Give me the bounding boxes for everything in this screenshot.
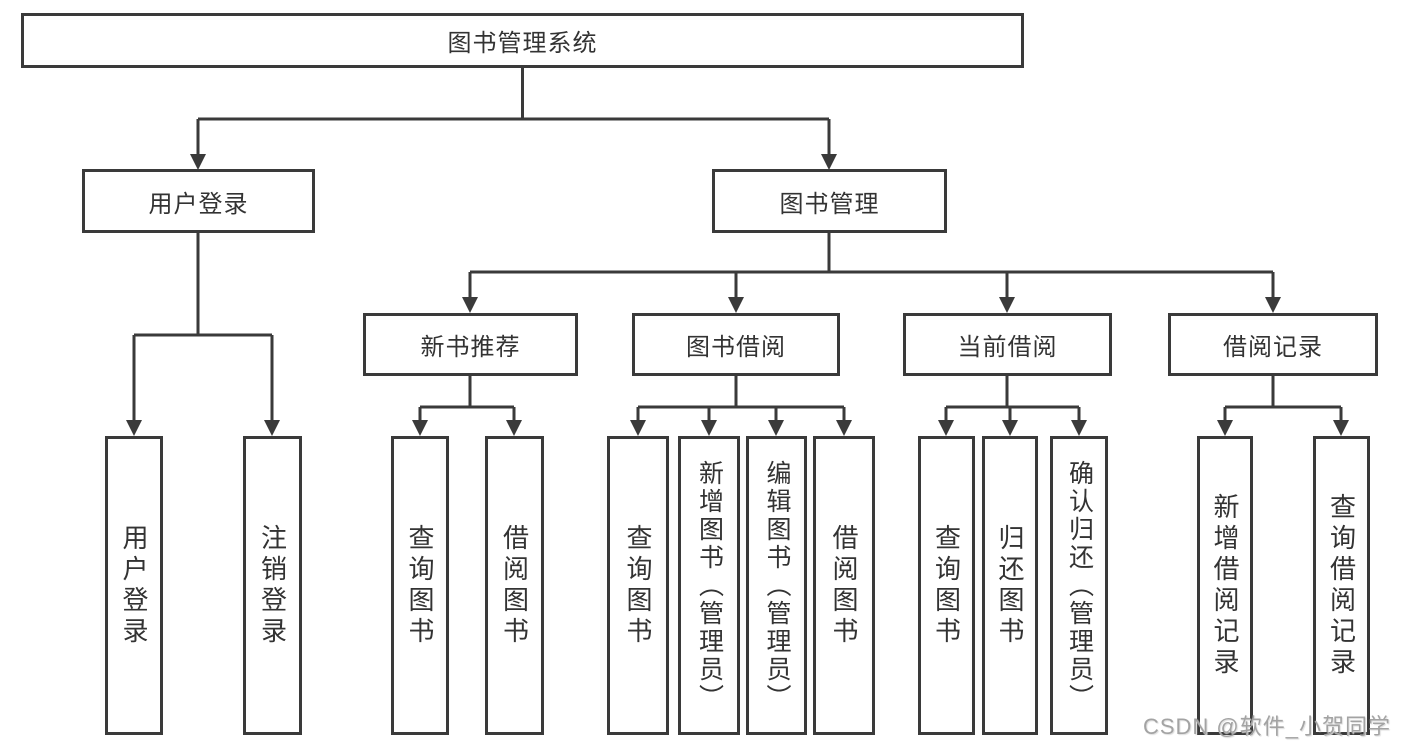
connector-book-borrowing-to-leaves [630,376,852,436]
csdn-watermark: CSDN @软件_小贺同学 [1142,714,1391,739]
node-borrowing-records: 借阅记录 [1168,313,1378,376]
node-leaf-add-borrow-record: 新增借阅记录 [1197,436,1253,735]
node-book-management: 图书管理 [712,169,947,233]
node-leaf-add-books-admin: 新增图书（管理员） [678,436,740,735]
connector-root-to-level2 [190,68,837,170]
connector-user-login-to-leaves [126,233,280,436]
connector-book-management-to-level3 [462,233,1281,313]
node-user-login: 用户登录 [82,169,315,233]
node-leaf-user-login: 用户登录 [105,436,163,735]
connector-current-borrowing-to-leaves [938,376,1087,436]
node-new-book-recommend: 新书推荐 [363,313,578,376]
node-book-borrowing: 图书借阅 [632,313,840,376]
connector-borrowing-records-to-leaves [1217,376,1349,436]
connector-new-book-recommend-to-leaves [412,376,522,436]
node-leaf-borrow-books-2: 借阅图书 [813,436,875,735]
node-leaf-logout: 注销登录 [243,436,302,735]
node-leaf-query-books-3: 查询图书 [918,436,975,735]
node-root: 图书管理系统 [21,13,1024,68]
node-leaf-query-books-2: 查询图书 [607,436,669,735]
node-leaf-confirm-return-admin: 确认归还（管理员） [1050,436,1108,735]
node-leaf-query-books-1: 查询图书 [391,436,449,735]
node-leaf-query-borrow-record: 查询借阅记录 [1313,436,1370,735]
node-leaf-borrow-books-1: 借阅图书 [485,436,544,735]
node-leaf-edit-books-admin: 编辑图书（管理员） [746,436,807,735]
node-current-borrowing: 当前借阅 [903,313,1112,376]
node-leaf-return-books: 归还图书 [982,436,1038,735]
